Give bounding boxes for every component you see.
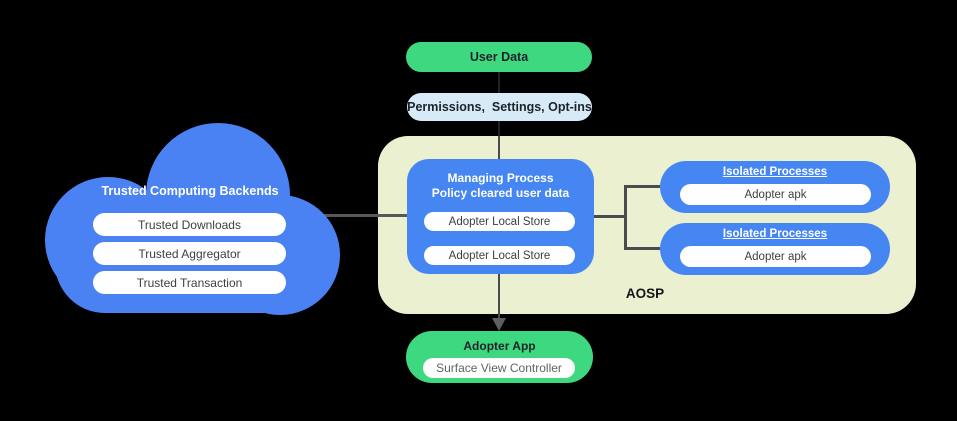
adopter-apk-pill-2: Adopter apk (680, 246, 871, 267)
user-data-label: User Data (469, 50, 529, 64)
permissions-label: Permissions, Settings, Opt-ins (407, 100, 592, 114)
trusted-transaction-item: Trusted Transaction (93, 271, 286, 294)
adopter-app-node: Adopter App Surface View Controller (406, 331, 593, 383)
isolated-process-box-2: Isolated Processes Adopter apk (660, 223, 890, 275)
permissions-node: Permissions, Settings, Opt-ins (407, 93, 592, 121)
arrow-down-icon (492, 318, 506, 331)
connector-isolated-branch-1 (626, 185, 660, 188)
trusted-downloads-item: Trusted Downloads (93, 213, 286, 236)
adopter-app-title: Adopter App (463, 339, 536, 353)
connector-permissions-managing (498, 136, 500, 159)
trusted-aggregator-item: Trusted Aggregator (93, 242, 286, 265)
managing-process-title: Managing Process Policy cleared user dat… (431, 171, 570, 200)
connector-managing-adopterapp (498, 274, 500, 319)
surface-view-controller-pill: Surface View Controller (423, 358, 575, 378)
adopter-apk-pill-1: Adopter apk (680, 184, 871, 205)
connector-managing-isolated (594, 215, 626, 218)
isolated-processes-title-2: Isolated Processes (722, 228, 828, 240)
managing-process-box: Managing Process Policy cleared user dat… (407, 159, 594, 274)
adopter-local-store-pill-2: Adopter Local Store (424, 246, 575, 265)
isolated-processes-title-1: Isolated Processes (722, 166, 828, 178)
connector-isolated-branch-2 (626, 247, 660, 250)
cloud-title: Trusted Computing Backends (101, 184, 279, 198)
isolated-process-box-1: Isolated Processes Adopter apk (660, 161, 890, 213)
connector-permissions-aosp (498, 121, 500, 136)
aosp-label: AOSP (625, 286, 665, 301)
user-data-node: User Data (406, 42, 592, 72)
connector-isolated-vertical (624, 185, 627, 250)
adopter-local-store-pill-1: Adopter Local Store (424, 212, 575, 231)
connector-cloud-managing (320, 214, 407, 217)
connector-userdata-permissions (498, 72, 500, 93)
